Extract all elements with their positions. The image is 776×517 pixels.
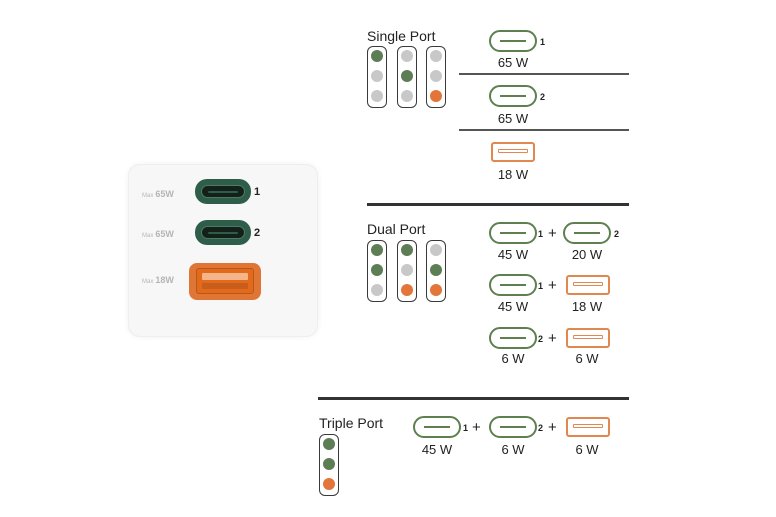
section-divider — [367, 203, 629, 206]
port-num-label: 1 — [463, 423, 469, 433]
led-dot — [322, 438, 335, 450]
divider — [459, 73, 629, 75]
usb-c-icon — [413, 416, 461, 438]
watt-label: 45 W — [497, 247, 529, 262]
usb-c-icon — [489, 222, 537, 244]
usb-a-icon — [566, 417, 610, 437]
single-indicator-1 — [367, 46, 387, 108]
watt-label: 6 W — [575, 351, 599, 366]
led-dot — [429, 244, 442, 256]
led-dot — [322, 478, 335, 490]
led-dot — [370, 264, 383, 276]
plus-sign: + — [472, 419, 481, 436]
usb-c-port-1 — [195, 179, 251, 204]
watt-label: 45 W — [497, 299, 529, 314]
port-num-label: 2 — [538, 423, 544, 433]
dual-port-heading: Dual Port — [367, 221, 426, 237]
led-dot — [370, 70, 383, 82]
watt-label: 6 W — [501, 351, 525, 366]
led-dot — [400, 70, 413, 82]
watt-label: 6 W — [501, 442, 525, 457]
watt-label: 6 W — [575, 442, 599, 457]
watt-label: 18 W — [571, 299, 603, 314]
port-num-label: 2 — [538, 334, 544, 344]
led-dot — [400, 284, 413, 296]
watt-label: 18 W — [497, 167, 529, 182]
watt-label: 65 W — [497, 55, 529, 70]
watt-label: 20 W — [571, 247, 603, 262]
led-dot — [400, 244, 413, 256]
section-divider — [318, 397, 629, 400]
watt-label: 45 W — [421, 442, 453, 457]
port-num-label: 2 — [540, 92, 546, 102]
plus-sign: + — [548, 330, 557, 347]
led-dot — [429, 70, 442, 82]
led-dot — [400, 90, 413, 102]
usb-a-icon — [566, 328, 610, 348]
usb-a-port — [189, 263, 261, 300]
divider — [459, 129, 629, 131]
led-dot — [370, 284, 383, 296]
single-indicator-2 — [397, 46, 417, 108]
dual-indicator-3 — [426, 240, 446, 302]
led-dot — [429, 50, 442, 62]
led-dot — [429, 90, 442, 102]
triple-indicator — [319, 434, 339, 496]
plus-sign: + — [548, 419, 557, 436]
usb-c-icon — [563, 222, 611, 244]
usb-c-icon — [489, 327, 537, 349]
led-dot — [400, 264, 413, 276]
port-number-2: 2 — [254, 227, 261, 239]
single-indicator-3 — [426, 46, 446, 108]
usb-c-icon — [489, 85, 537, 107]
port-num-label: 1 — [538, 281, 544, 291]
single-port-heading: Single Port — [367, 28, 436, 44]
port-num-label: 1 — [540, 37, 546, 47]
led-dot — [370, 50, 383, 62]
usb-a-icon — [566, 275, 610, 295]
triple-port-heading: Triple Port — [319, 415, 384, 431]
plus-sign: + — [548, 277, 557, 294]
dual-indicator-1 — [367, 240, 387, 302]
led-dot — [322, 458, 335, 470]
usb-c-icon — [489, 416, 537, 438]
usb-c-icon — [489, 274, 537, 296]
led-dot — [370, 244, 383, 256]
dual-indicator-2 — [397, 240, 417, 302]
led-dot — [400, 50, 413, 62]
port-num-label: 2 — [614, 229, 620, 239]
usb-a-icon — [491, 142, 535, 162]
watt-label: 65 W — [497, 111, 529, 126]
led-dot — [370, 90, 383, 102]
led-dot — [429, 264, 442, 276]
port-number-1: 1 — [254, 186, 261, 198]
usb-c-port-2 — [195, 220, 251, 245]
usb-c-icon — [489, 30, 537, 52]
plus-sign: + — [548, 225, 557, 242]
port-num-label: 1 — [538, 229, 544, 239]
led-dot — [429, 284, 442, 296]
